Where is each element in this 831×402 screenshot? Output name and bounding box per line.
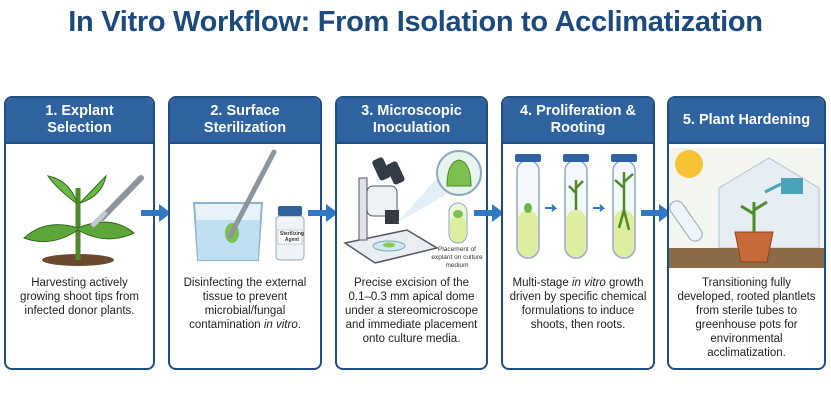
- step-4-description: Multi-stage in vitro growth driven by sp…: [509, 276, 647, 332]
- arrow-right-icon: [308, 204, 338, 222]
- step-2-description: Disinfecting the external tissue to prev…: [176, 276, 314, 332]
- microscope-icon: [343, 150, 482, 264]
- step-1-description: Harvesting actively growing shoot tips f…: [20, 277, 139, 317]
- sterilizing-agent-label: Sterilizing Agent: [280, 231, 304, 243]
- placement-caption: Placement of explant on culture medium: [431, 246, 483, 269]
- step-4-panel: 4. Proliferation & Rooting Multi-stage i…: [501, 96, 655, 370]
- step-3-title: 3. Microscopic Inoculation: [337, 98, 486, 144]
- step-4-title: 4. Proliferation & Rooting: [503, 98, 653, 144]
- step-3-description: Precise excision of the 0.1–0.3 mm apica…: [345, 277, 478, 345]
- arrow-right-icon: [474, 204, 504, 222]
- step-5-title: 5. Plant Hardening: [669, 98, 824, 144]
- desc-text: Disinfecting the external tissue to prev…: [183, 277, 307, 331]
- beaker-forceps-icon: [192, 149, 305, 261]
- step-5-description: Transitioning fully developed, rooted pl…: [677, 277, 816, 359]
- arrow-right-icon: [641, 204, 671, 222]
- step-2-title: 2. Surface Sterilization: [170, 98, 320, 144]
- desc-italic: in vitro: [571, 277, 606, 289]
- greenhouse-pot-icon: [669, 148, 824, 268]
- step-5-panel: 5. Plant Hardening Transitioning fully d…: [667, 96, 826, 370]
- plant-scalpel-icon: [23, 174, 144, 266]
- desc-text: .: [297, 319, 301, 331]
- culture-tubes-icon: [515, 154, 637, 259]
- arrow-right-icon: [141, 204, 171, 222]
- step-1-panel: 1. Explant Selection Harvesting actively…: [4, 96, 155, 370]
- desc-text: Multi-stage: [512, 277, 572, 289]
- desc-italic: in vitro: [263, 319, 298, 331]
- step-1-title: 1. Explant Selection: [6, 98, 153, 144]
- page-title: In Vitro Workflow: From Isolation to Acc…: [68, 6, 763, 38]
- step-3-panel: 3. Microscopic Inoculation Placement of …: [335, 96, 488, 370]
- step-2-panel: 2. Surface Sterilization Sterilizing Age…: [168, 96, 322, 370]
- desc-text: growth driven by specific chemical formu…: [509, 277, 647, 331]
